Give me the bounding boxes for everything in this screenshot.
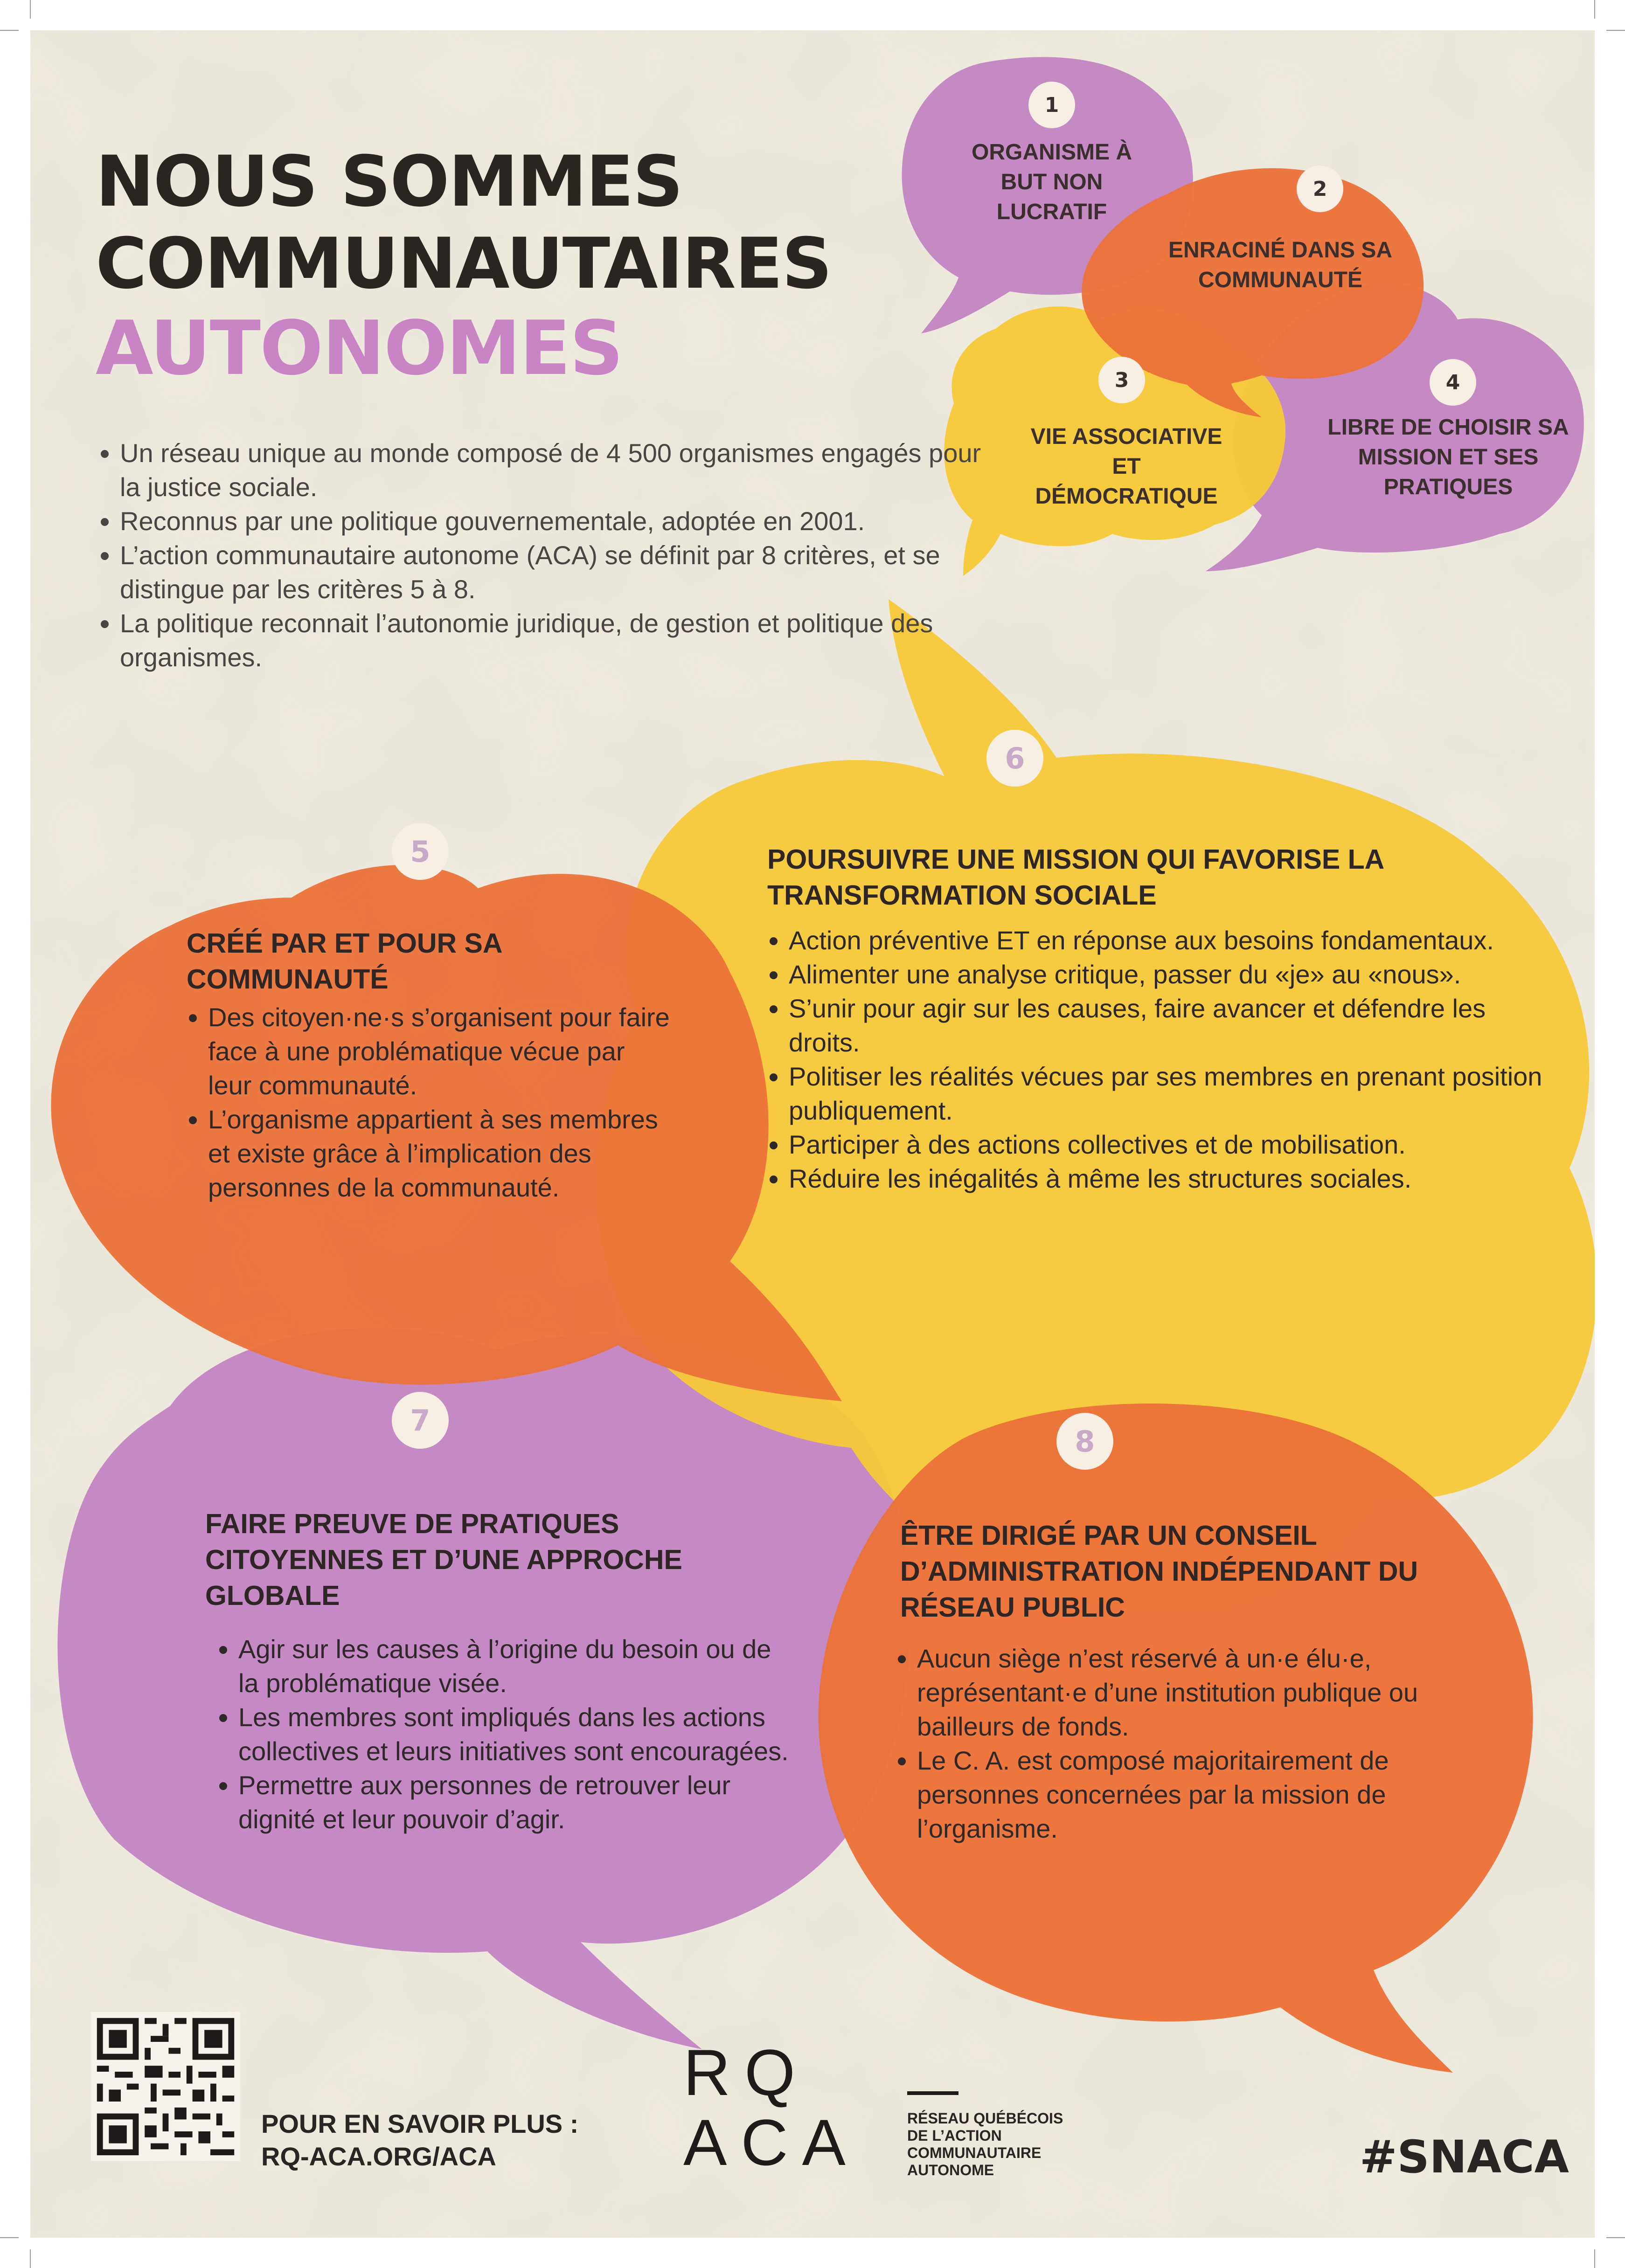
- criterion-8-item: Le C. A. est composé majoritairement de …: [917, 1743, 1495, 1846]
- intro-list: Un réseau unique au monde composé de 4 5…: [96, 436, 1006, 674]
- headline-line-3: AUTONOMES: [96, 304, 624, 392]
- criterion-7-item: Les membres sont impliqués dans les acti…: [238, 1700, 798, 1768]
- logo-dash: [907, 2091, 958, 2095]
- criterion-6-item: Action préventive ET en réponse aux beso…: [789, 923, 1544, 957]
- bubble-6: [596, 599, 1595, 1612]
- headline-line-1: NOUS SOMMES: [96, 141, 683, 222]
- criterion-2-title: ENRACINÉ DANS SA COMMUNAUTÉ: [1168, 238, 1393, 292]
- criterion-8-number: 8: [1056, 1413, 1113, 1470]
- logo-org-line: DE L’ACTION: [907, 2127, 1002, 2144]
- qr-code[interactable]: [91, 2012, 240, 2161]
- speech-bubbles-background: [30, 30, 1595, 2238]
- bubble-7: [57, 1328, 911, 2049]
- crop-mark: [0, 2237, 19, 2238]
- criterion-6-item: Participer à des actions collectives et …: [789, 1127, 1544, 1162]
- learn-more-label: POUR EN SAVOIR PLUS :: [261, 2109, 579, 2138]
- intro-item: Un réseau unique au monde composé de 4 5…: [120, 436, 1006, 504]
- headline: NOUS SOMMES COMMUNAUTAIRES AUTONOMES: [96, 141, 832, 392]
- criterion-8-item: Aucun siège n’est réservé à un·e élu·e, …: [917, 1641, 1495, 1743]
- criterion-7-item: Agir sur les causes à l’origine du besoi…: [238, 1632, 798, 1700]
- bubble-2: [1082, 168, 1424, 417]
- criterion-5-list: Des citoyen·ne·s s’organisent pour faire…: [187, 1000, 674, 1204]
- criterion-6-item: Alimenter une analyse critique, passer d…: [789, 957, 1544, 991]
- criterion-3-title: VIE ASSOCIATIVE ET DÉMOCRATIQUE: [1030, 424, 1222, 509]
- criterion-2-number: 2: [1297, 166, 1343, 212]
- criterion-4-title: LIBRE DE CHOISIR SA MISSION ET SES PRATI…: [1327, 415, 1569, 499]
- bubble-8: [818, 1404, 1533, 2073]
- intro-item: Reconnus par une politique gouvernementa…: [120, 504, 1006, 538]
- criterion-7-item: Permettre aux personnes de retrouver leu…: [238, 1768, 798, 1836]
- criterion-5-number: 5: [392, 823, 449, 880]
- crop-mark: [1594, 0, 1595, 19]
- criterion-6-item: Réduire les inégalités à même les struct…: [789, 1162, 1544, 1196]
- criterion-6-title: POURSUIVRE UNE MISSION QUI FAVORISE LA T…: [767, 844, 1384, 911]
- criterion-7-number: 7: [392, 1392, 449, 1449]
- intro-item: L’action communautaire autonome (ACA) se…: [120, 538, 1006, 606]
- criterion-4-number: 4: [1430, 359, 1476, 406]
- criterion-6-number: 6: [986, 730, 1043, 787]
- criterion-6-list: Action préventive ET en réponse aux beso…: [767, 923, 1544, 1196]
- headline-line-2: COMMUNAUTAIRES: [96, 223, 832, 304]
- criterion-5-item: L’organisme appartient à ses membres et …: [208, 1102, 674, 1204]
- criterion-6-item: S’unir pour agir sur les causes, faire a…: [789, 991, 1544, 1059]
- logo-org-line: RÉSEAU QUÉBÉCOIS: [907, 2110, 1063, 2127]
- criterion-3-number: 3: [1098, 357, 1145, 403]
- crop-mark: [0, 30, 19, 31]
- logo-org-name: RÉSEAU QUÉBÉCOIS DE L’ACTION COMMUNAUTAI…: [907, 2110, 1063, 2179]
- crop-mark: [30, 2249, 31, 2268]
- crop-mark: [1594, 2249, 1595, 2268]
- criterion-7-list: Agir sur les causes à l’origine du besoi…: [217, 1632, 798, 1836]
- logo-rq: RQ: [683, 2036, 809, 2109]
- bubble-5: [51, 865, 842, 1401]
- criterion-8-title: ÊTRE DIRIGÉ PAR UN CONSEIL D’ADMINISTRAT…: [900, 1520, 1418, 1623]
- logo-aca: ACA: [683, 2106, 860, 2179]
- criterion-1-title: ORGANISME À BUT NON LUCRATIF: [971, 140, 1132, 224]
- hashtag: #SNACA: [1360, 2131, 1569, 2183]
- logo-org-line: COMMUNAUTAIRE: [907, 2144, 1042, 2161]
- crop-mark: [30, 0, 31, 19]
- criterion-7-title: FAIRE PREUVE DE PRATIQUES CITOYENNES ET …: [205, 1508, 682, 1611]
- criterion-8-list: Aucun siège n’est réservé à un·e élu·e, …: [896, 1641, 1495, 1846]
- crop-mark: [1606, 30, 1625, 31]
- criterion-6-item: Politiser les réalités vécues par ses me…: [789, 1059, 1544, 1127]
- criterion-5-title: CRÉÉ PAR ET POUR SA COMMUNAUTÉ: [187, 928, 502, 995]
- crop-mark: [1606, 2237, 1625, 2238]
- criterion-5-item: Des citoyen·ne·s s’organisent pour faire…: [208, 1000, 674, 1102]
- intro-item: La politique reconnait l’autonomie jurid…: [120, 606, 1006, 674]
- poster: NOUS SOMMES COMMUNAUTAIRES AUTONOMES Un …: [30, 30, 1595, 2238]
- criterion-1-number: 1: [1028, 82, 1075, 128]
- logo-org-line: AUTONOME: [907, 2162, 994, 2178]
- learn-more-url[interactable]: RQ-ACA.ORG/ACA: [261, 2142, 496, 2171]
